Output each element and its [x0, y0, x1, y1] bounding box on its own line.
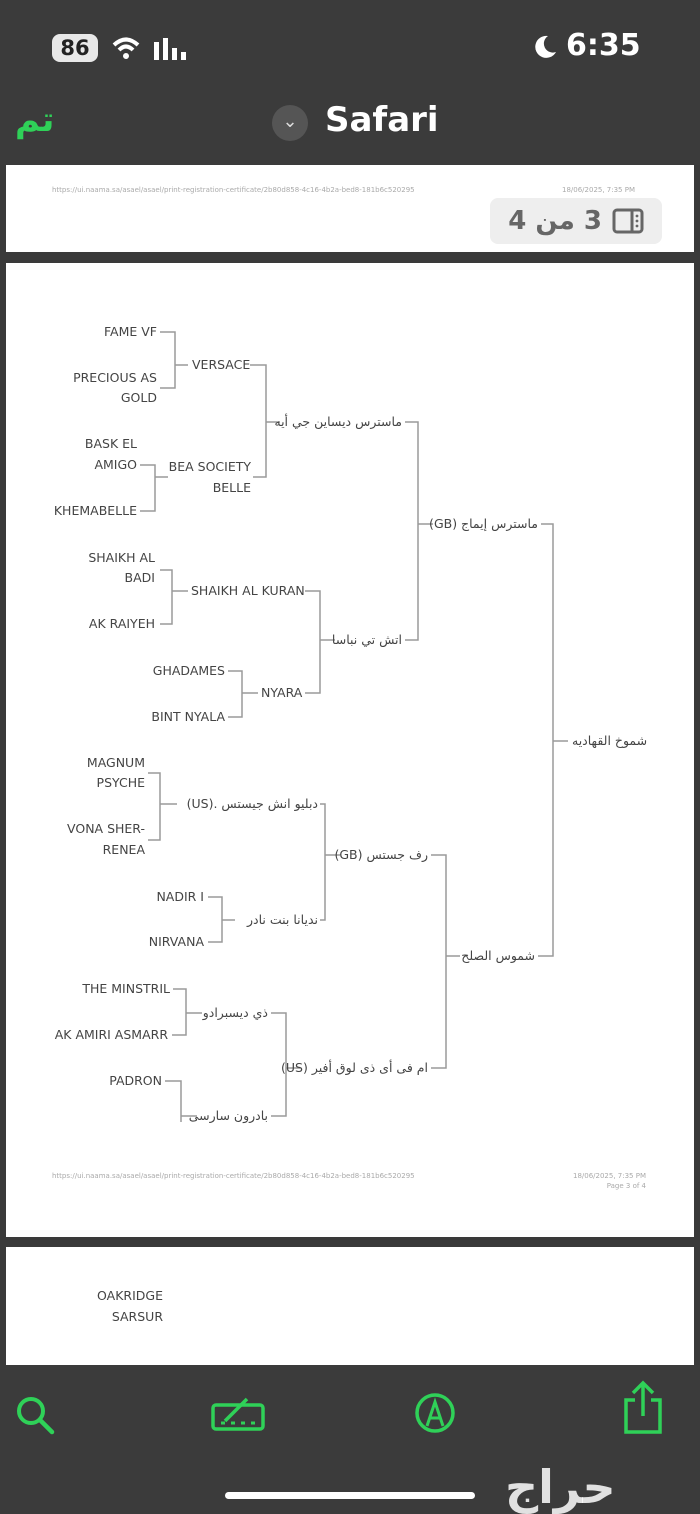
sidebar-icon	[612, 208, 644, 234]
page-url: https://ui.naama.sa/asael/asael/print-re…	[52, 186, 415, 194]
ancestor-name: GOLD	[120, 390, 157, 405]
ancestor-name: KHEMABELLE	[53, 503, 137, 518]
ancestor-name: SHAIKH AL	[88, 550, 155, 565]
share-icon[interactable]	[622, 1380, 664, 1436]
horse-name: شموخ القهاديه	[572, 733, 648, 748]
ancestor-name: ام فى أى ذى لوق أفير (US)	[281, 1060, 428, 1075]
ancestor-name: BASK EL	[84, 436, 137, 451]
ancestor-name: BELLE	[212, 480, 251, 495]
ancestor-name: NIRVANA	[148, 934, 204, 949]
ancestor-name: PADRON	[109, 1073, 162, 1088]
wifi-icon	[112, 37, 140, 59]
ancestor-name: VERSACE	[192, 357, 251, 372]
ancestor-name: VONA SHER-	[67, 821, 145, 836]
footer-date: 18/06/2025, 7:35 PM	[572, 1172, 646, 1180]
ancestor-name: SHAIKH AL KURAN	[191, 583, 305, 598]
ancestor-name: RENEA	[102, 842, 145, 857]
ancestor-name: AK AMIRI ASMARR	[54, 1027, 168, 1042]
page-indicator-label: 3 من 4	[508, 206, 602, 236]
ancestor-name: FAME VF	[104, 324, 157, 339]
ancestor-name: AK RAIYEH	[88, 616, 155, 631]
moon-icon	[535, 35, 556, 58]
haraj-watermark-logo: حراج	[505, 1460, 616, 1514]
bottom-toolbar	[0, 1365, 700, 1514]
battery-indicator: 86	[52, 34, 98, 62]
signal-icon	[154, 38, 186, 60]
ancestor-name: NADIR I	[156, 889, 204, 904]
next-page	[6, 1247, 694, 1365]
markup-signature-icon[interactable]	[211, 1393, 265, 1433]
ancestor-name: رف جستس (GB)	[334, 847, 428, 862]
ancestor-name: ماسترس ديساين جي أيه	[274, 414, 402, 429]
home-indicator[interactable]	[225, 1492, 475, 1499]
footer-url: https://ui.naama.sa/asael/asael/print-re…	[52, 1172, 415, 1180]
footer-page-number: Page 3 of 4	[606, 1182, 646, 1190]
ancestor-name: بادرون سارسى	[188, 1108, 268, 1123]
pen-circle-icon[interactable]	[414, 1392, 456, 1434]
ancestor-name: PRECIOUS AS	[73, 370, 157, 385]
ancestor-name: BEA SOCIETY	[168, 459, 251, 474]
ancestor-name: BADI	[124, 570, 155, 585]
ancestor-name: NYARA	[261, 685, 303, 700]
ancestor-name: BINT NYALA	[151, 709, 225, 724]
current-page	[6, 263, 694, 1237]
dam-name: شموس الصلح	[461, 948, 535, 963]
clock: 6:35	[566, 28, 641, 63]
search-icon[interactable]	[14, 1394, 56, 1436]
sire-name: ماسترس إيماج (GB)	[429, 516, 538, 531]
ancestor-name: ذي ديسبرادو	[202, 1005, 268, 1020]
ancestor-name: AMIGO	[94, 457, 137, 472]
ancestor-name: SARSUR	[111, 1309, 163, 1324]
page-indicator[interactable]: 3 من 4	[490, 198, 662, 244]
ancestor-name: GHADAMES	[152, 663, 225, 678]
status-bar	[0, 0, 700, 92]
ancestor-name: OAKRIDGE	[97, 1288, 163, 1303]
header-title: Safari	[325, 100, 439, 140]
done-button[interactable]: تم	[15, 100, 55, 140]
ancestor-name: اتش تي نباسا	[331, 632, 402, 647]
page-date: 18/06/2025, 7:35 PM	[562, 186, 636, 194]
header-bar	[0, 92, 700, 165]
ancestor-name: MAGNUM	[86, 755, 145, 770]
ancestor-name: دبليو انش جيستس .(US)	[186, 796, 318, 811]
chevron-down-icon[interactable]: ⌄	[272, 105, 308, 141]
ancestor-name: PSYCHE	[96, 775, 145, 790]
ancestor-name: نديانا بنت نادر	[247, 912, 318, 927]
ancestor-name: THE MINSTRIL	[82, 981, 170, 996]
